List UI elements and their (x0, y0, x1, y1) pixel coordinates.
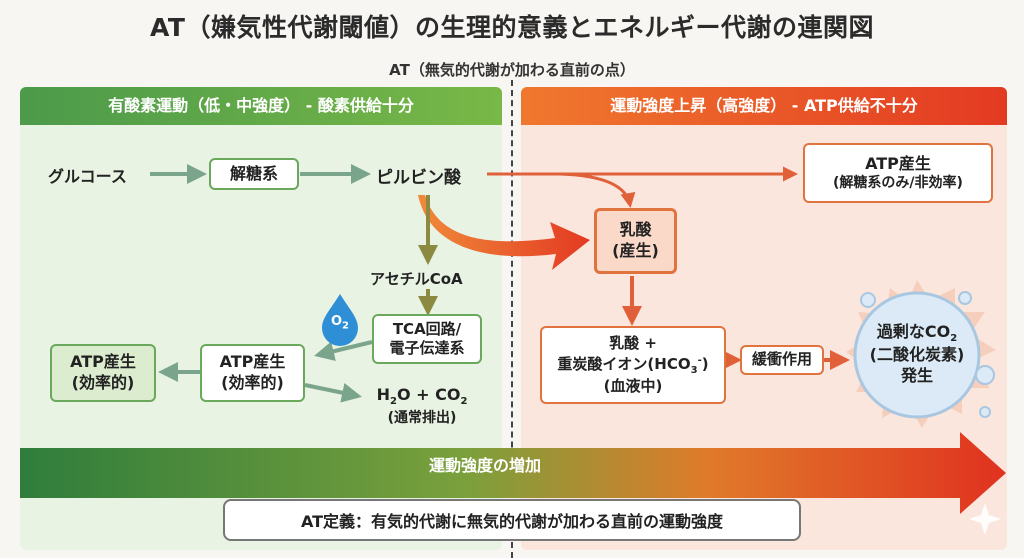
bicarb-line2a: 重炭酸イオン(HCO (557, 354, 691, 373)
glycolysis-box: 解糖系 (209, 158, 299, 190)
intensity-arrow-band (20, 432, 1006, 514)
at-definition-text: AT定義：有気的代謝に無気的代謝が加わる直前の運動強度 (300, 512, 724, 531)
co2-bubble (860, 292, 876, 308)
excess-co2-label: 過剰なCO2 (二酸化炭素) 発生 (855, 322, 979, 387)
acetylcoa-label: アセチルCoA (370, 270, 463, 288)
bicarb-line1: 乳酸 + (609, 334, 657, 352)
h2o-sub: 2 (389, 396, 397, 408)
anaerobic-header: 運動強度上昇（高強度） - ATP供給不十分 (521, 87, 1007, 125)
sparkle-icon (969, 503, 1001, 535)
tca-box: TCA回路/ 電子伝達系 (372, 314, 482, 364)
h2o-co2-label: H2O + CO2 (通常排出) (362, 384, 482, 428)
excess-co2-line1: 過剰なCO2 (855, 322, 979, 345)
bicarb-line2b: ) (701, 354, 709, 373)
atp-inefficient-box: ATP産生 (解糖系のみ/非効率) (803, 143, 993, 203)
tca-line2: 電子伝達系 (389, 339, 465, 357)
atp-left-line1: ATP産生 (70, 352, 136, 372)
h2o-rest: O + CO (396, 385, 461, 404)
h2o-co2-line1: H2O + CO2 (362, 384, 482, 409)
lactate-line2: (産生) (612, 241, 659, 260)
intensity-band-label: 運動強度の増加 (428, 456, 541, 475)
buffer-label: 緩衝作用 (751, 350, 812, 369)
o2-letter: O (330, 314, 343, 329)
co2-circle (853, 291, 981, 419)
atp-efficient-left-box: ATP産生 (効率的) (50, 344, 156, 402)
arrow-pyruvate-lactate-thin (559, 172, 636, 208)
excess-co2-line3: 発生 (900, 365, 933, 385)
bicarb-sup: - (697, 354, 702, 366)
atp-center-line2: (効率的) (221, 373, 284, 392)
arrow-tca-atp (314, 340, 373, 361)
o2-subscript: 2 (342, 320, 350, 332)
co2-bubble (958, 291, 972, 305)
arrow-atp-h2o (304, 382, 362, 403)
lactate-line1: 乳酸 (619, 220, 652, 240)
atp-efficient-center-box: ATP産生 (効率的) (200, 344, 305, 402)
o2-icon: O2 (322, 314, 358, 332)
atp-center-line1: ATP産生 (219, 352, 286, 372)
co2-sub: 2 (460, 396, 468, 408)
tca-line1: TCA回路/ (392, 319, 462, 338)
pyruvate-label: ピルビン酸 (376, 168, 461, 188)
excess-co2-sub: 2 (950, 333, 958, 345)
o2-droplet (322, 294, 358, 346)
h2o-co2-line2: (通常排出) (387, 409, 457, 426)
lactate-box: 乳酸 (産生) (594, 208, 677, 274)
atp-inefficient-line1: ATP産生 (865, 153, 931, 173)
h2o-h: H (376, 385, 390, 404)
glucose-label: グルコース (48, 167, 127, 186)
glycolysis-label: 解糖系 (229, 163, 278, 183)
bicarb-line3: (血液中) (603, 376, 663, 395)
bicarb-line2: 重炭酸イオン(HCO3-) (557, 354, 708, 377)
page-title: AT（嫌気性代謝閾値）の生理的意義とエネルギー代謝の連関図 (150, 13, 874, 42)
co2-bubble (979, 406, 991, 418)
aerobic-header: 有酸素運動（低・中強度） - 酸素供給十分 (20, 87, 502, 125)
atp-left-line2: (効率的) (71, 373, 135, 392)
co2-bubble (975, 365, 995, 385)
buffer-box: 緩衝作用 (740, 345, 824, 375)
excess-co2-line2: (二酸化炭素) (869, 345, 965, 365)
at-point-label: AT（無気的代謝が加わる直前の点） (389, 61, 635, 79)
at-divider-line (511, 80, 513, 558)
bicarbonate-box: 乳酸 + 重炭酸イオン(HCO3-) (血液中) (540, 326, 726, 404)
bicarb-sub: 3 (690, 364, 698, 376)
big-lactate-arrow (418, 195, 590, 270)
excess-co2-text: 過剰なCO (876, 322, 951, 341)
at-definition-box: AT定義：有気的代謝に無気的代謝が加わる直前の運動強度 (223, 499, 801, 541)
atp-inefficient-line2: (解糖系のみ/非効率) (833, 175, 963, 192)
